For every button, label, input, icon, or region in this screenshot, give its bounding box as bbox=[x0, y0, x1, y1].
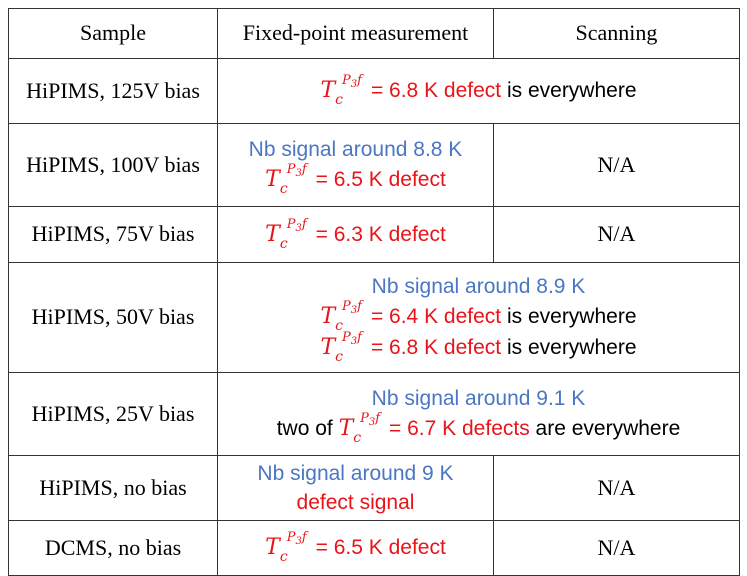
scanning-cell: N/A bbox=[493, 520, 740, 576]
header-scanning: Scanning bbox=[493, 8, 740, 59]
results-table: Sample Fixed-point measurement Scanning … bbox=[8, 8, 740, 576]
sample-cell: HiPIMS, 50V bias bbox=[8, 262, 218, 373]
defect-value: = 6.5 K defect bbox=[315, 536, 446, 560]
symbol-c: c bbox=[335, 317, 343, 334]
symbol-c: c bbox=[279, 180, 288, 197]
defect-value: = 6.8 K defect bbox=[370, 336, 502, 360]
defect-value: = 6.4 K defect bbox=[370, 304, 502, 328]
symbol-c: c bbox=[353, 429, 362, 446]
nb-signal-text: Nb signal around 8.8 K bbox=[248, 137, 463, 161]
defect-suffix: is everywhere bbox=[501, 304, 637, 328]
symbol-t: T bbox=[320, 78, 336, 104]
scanning-cell: N/A bbox=[493, 206, 740, 263]
nb-signal-text: Nb signal around 9.1 K bbox=[371, 386, 586, 410]
table-row: HiPIMS, 50V bias Nb signal around 8.9 K … bbox=[8, 262, 740, 373]
sample-cell: HiPIMS, 75V bias bbox=[8, 206, 218, 263]
tc-symbol: TcP3f bbox=[265, 530, 315, 565]
table-row: HiPIMS, 75V bias TcP3f = 6.3 K defect N/… bbox=[8, 206, 740, 263]
symbol-p3f: P3f bbox=[360, 410, 381, 428]
defect-suffix: are everywhere bbox=[529, 416, 681, 440]
defect-signal-text: defect signal bbox=[296, 491, 415, 514]
symbol-p3f: P3f bbox=[342, 330, 362, 348]
defect-value: = 6.7 K defects bbox=[389, 416, 530, 440]
header-sample: Sample bbox=[8, 8, 218, 59]
merged-result-cell: TcP3f = 6.8 K defect is everywhere bbox=[217, 58, 740, 124]
symbol-t: T bbox=[338, 415, 354, 441]
table-row: HiPIMS, no bias Nb signal around 9 K def… bbox=[8, 455, 740, 521]
sample-cell: DCMS, no bias bbox=[8, 520, 218, 576]
symbol-c: c bbox=[279, 235, 288, 252]
header-fixed-point: Fixed-point measurement bbox=[217, 8, 494, 59]
fixed-point-cell: Nb signal around 8.8 K TcP3f = 6.5 K def… bbox=[217, 123, 494, 207]
symbol-p3f: P3f bbox=[286, 530, 307, 548]
symbol-c: c bbox=[335, 349, 343, 366]
defect-suffix: is everywhere bbox=[501, 79, 637, 103]
symbol-c: c bbox=[335, 92, 343, 109]
symbol-p3f: P3f bbox=[286, 216, 307, 234]
sample-cell: HiPIMS, 100V bias bbox=[8, 123, 218, 207]
tc-symbol: TcP3f bbox=[320, 330, 370, 365]
sample-cell: HiPIMS, 25V bias bbox=[8, 372, 218, 456]
symbol-t: T bbox=[265, 166, 280, 192]
fixed-point-cell: TcP3f = 6.3 K defect bbox=[217, 206, 494, 263]
nb-signal-text: Nb signal around 8.9 K bbox=[371, 274, 586, 298]
tc-symbol: TcP3f bbox=[320, 299, 370, 334]
table-row: HiPIMS, 25V bias Nb signal around 9.1 K … bbox=[8, 372, 740, 456]
tc-symbol: TcP3f bbox=[265, 217, 315, 252]
symbol-p3f: P3f bbox=[342, 298, 362, 316]
sample-cell: HiPIMS, no bias bbox=[8, 455, 218, 521]
table-row: DCMS, no bias TcP3f = 6.5 K defect N/A bbox=[8, 520, 740, 576]
merged-result-cell: Nb signal around 9.1 K two of TcP3f = 6.… bbox=[217, 372, 740, 456]
header-row: Sample Fixed-point measurement Scanning bbox=[8, 8, 740, 59]
symbol-p3f: P3f bbox=[286, 161, 307, 179]
defect-value: = 6.3 K defect bbox=[315, 222, 446, 246]
symbol-p3f: P3f bbox=[342, 73, 362, 91]
symbol-t: T bbox=[320, 335, 336, 361]
defect-prefix: two of bbox=[276, 416, 339, 440]
tc-symbol: TcP3f bbox=[320, 73, 370, 108]
fixed-point-cell: Nb signal around 9 K defect signal bbox=[217, 455, 494, 521]
defect-value: = 6.5 K defect bbox=[315, 167, 446, 191]
table-row: HiPIMS, 125V bias TcP3f = 6.8 K defect i… bbox=[8, 58, 740, 124]
symbol-t: T bbox=[265, 535, 280, 561]
scanning-cell: N/A bbox=[493, 455, 740, 521]
defect-value: = 6.8 K defect bbox=[370, 79, 502, 103]
defect-suffix: is everywhere bbox=[501, 336, 637, 360]
symbol-t: T bbox=[265, 221, 280, 247]
tc-symbol: TcP3f bbox=[265, 162, 315, 197]
fixed-point-cell: TcP3f = 6.5 K defect bbox=[217, 520, 494, 576]
scanning-cell: N/A bbox=[493, 123, 740, 207]
nb-signal-text: Nb signal around 9 K bbox=[257, 461, 454, 485]
merged-result-cell: Nb signal around 8.9 K TcP3f = 6.4 K def… bbox=[217, 262, 740, 373]
sample-cell: HiPIMS, 125V bias bbox=[8, 58, 218, 124]
table-row: HiPIMS, 100V bias Nb signal around 8.8 K… bbox=[8, 123, 740, 207]
tc-symbol: TcP3f bbox=[338, 411, 389, 446]
symbol-t: T bbox=[320, 303, 336, 329]
